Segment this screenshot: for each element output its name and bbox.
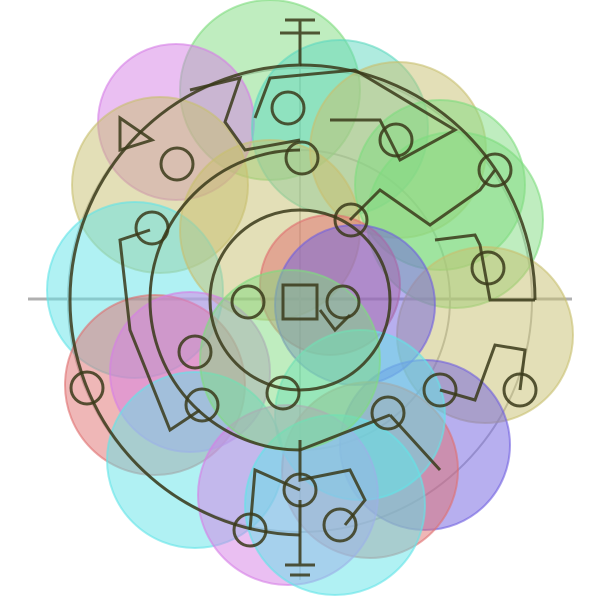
outer-wire-left xyxy=(68,60,302,537)
node-circle xyxy=(159,146,195,182)
bubbles xyxy=(46,0,574,596)
node-circle xyxy=(69,370,105,406)
node-circle xyxy=(333,202,369,238)
core-wire xyxy=(208,208,392,392)
node-circle xyxy=(422,372,458,408)
node-circle xyxy=(477,152,513,188)
node-circle xyxy=(370,395,406,431)
wires xyxy=(68,18,537,577)
triangle-source-icon xyxy=(118,115,156,153)
node-circle xyxy=(282,472,318,508)
node-circle xyxy=(265,375,301,411)
bubble-green-center xyxy=(199,269,381,451)
node-circle xyxy=(270,90,306,126)
node-circle xyxy=(177,334,213,370)
diamond-component-icon xyxy=(318,309,352,333)
wire-right-2 xyxy=(434,233,535,302)
node-circle xyxy=(322,507,358,543)
node-circle xyxy=(325,284,361,320)
node-circle xyxy=(284,140,320,176)
wire-top-left xyxy=(189,75,301,152)
wire-bottom xyxy=(285,440,367,577)
inner-wire-left xyxy=(148,148,301,452)
wire-top-right xyxy=(253,68,459,163)
wire-left xyxy=(118,228,201,433)
node-circle xyxy=(134,210,170,246)
components xyxy=(69,90,538,548)
node-circle xyxy=(378,122,414,158)
node-circle xyxy=(232,512,268,548)
node-circle xyxy=(502,372,538,408)
node-circle xyxy=(230,284,266,320)
wire-right-3 xyxy=(439,343,527,402)
node-circle xyxy=(184,387,220,423)
square-component-icon xyxy=(281,283,319,321)
node-circle xyxy=(470,250,506,286)
ground-symbol-top xyxy=(280,18,320,60)
